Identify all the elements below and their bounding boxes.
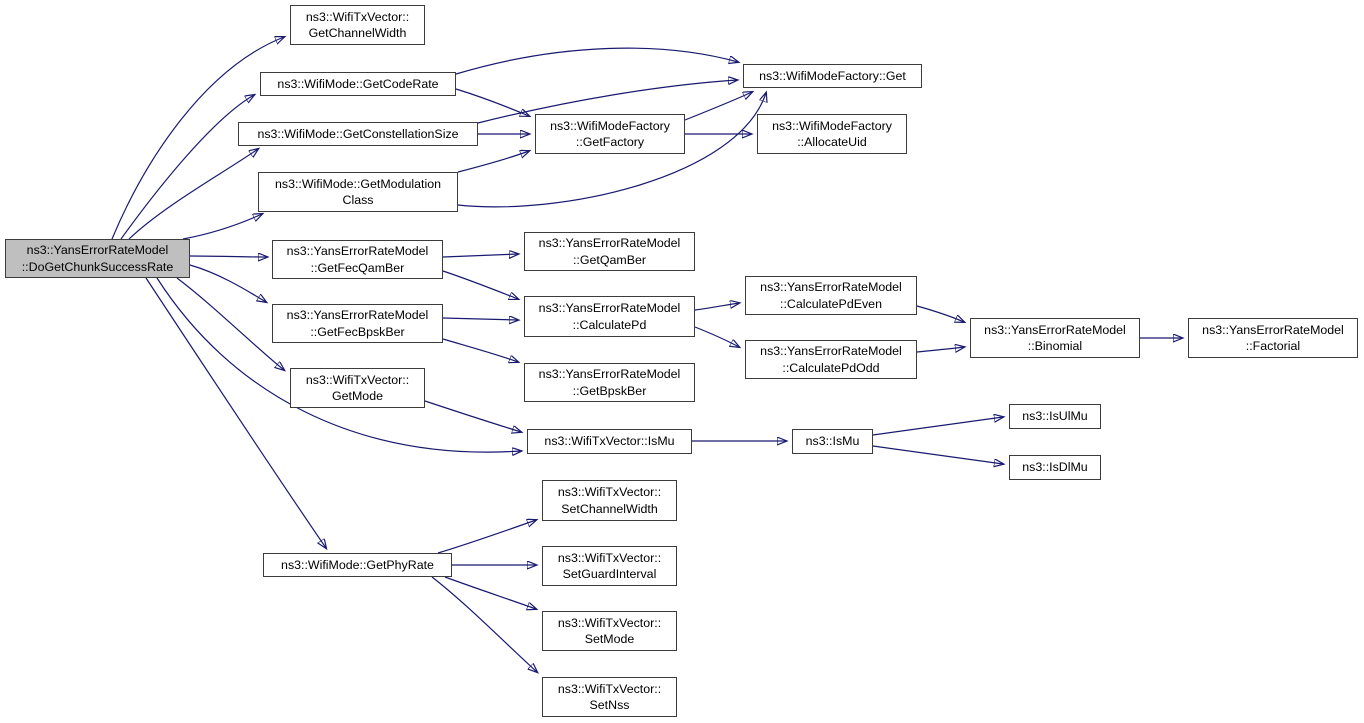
node-get-factory[interactable]: ns3::WifiModeFactory ::GetFactory	[535, 114, 685, 154]
edge-get-modulation-class-to-factory-get	[457, 93, 766, 208]
node-set-channel-width[interactable]: ns3::WifiTxVector:: SetChannelWidth	[542, 480, 677, 521]
edge-get-fec-qam-ber-to-calculate-pd	[442, 270, 518, 299]
node-get-bpsk-ber[interactable]: ns3::YansErrorRateModel ::GetBpskBer	[524, 363, 695, 402]
edge-get-code-rate-to-get-factory	[455, 88, 529, 116]
edge-get-factory-to-factory-get	[684, 92, 752, 121]
edge-get-modulation-class-to-get-factory	[457, 151, 529, 173]
node-get-fec-qam-ber[interactable]: ns3::YansErrorRateModel ::GetFecQamBer	[272, 240, 443, 279]
node-set-guard-interval[interactable]: ns3::WifiTxVector:: SetGuardInterval	[542, 546, 677, 586]
node-binomial[interactable]: ns3::YansErrorRateModel ::Binomial	[970, 318, 1140, 358]
node-set-nss[interactable]: ns3::WifiTxVector:: SetNss	[542, 677, 677, 717]
node-get-fec-bpsk-ber[interactable]: ns3::YansErrorRateModel ::GetFecBpskBer	[272, 304, 443, 343]
node-is-mu[interactable]: ns3::IsMu	[792, 429, 873, 454]
node-allocate-uid[interactable]: ns3::WifiModeFactory ::AllocateUid	[757, 114, 907, 154]
node-calculate-pd-odd[interactable]: ns3::YansErrorRateModel ::CalculatePdOdd	[745, 340, 917, 379]
node-calculate-pd-even[interactable]: ns3::YansErrorRateModel ::CalculatePdEve…	[745, 276, 917, 315]
edge-get-mode-to-txvector-is-mu	[424, 400, 521, 432]
edge-get-constellation-size-to-factory-get	[477, 80, 737, 124]
node-get-qam-ber[interactable]: ns3::YansErrorRateModel ::GetQamBer	[524, 232, 695, 271]
edge-src-to-get-phy-rate	[145, 277, 326, 548]
node-txvector-is-mu[interactable]: ns3::WifiTxVector::IsMu	[527, 429, 692, 454]
edge-src-to-get-modulation-class	[182, 214, 262, 240]
edge-calculate-pd-to-calculate-pd-even	[694, 303, 739, 311]
edge-calculate-pd-odd-to-binomial	[916, 347, 964, 352]
edge-get-phy-rate-to-set-nss	[431, 576, 537, 672]
node-set-mode[interactable]: ns3::WifiTxVector:: SetMode	[542, 611, 677, 651]
node-factorial[interactable]: ns3::YansErrorRateModel ::Factorial	[1188, 318, 1358, 358]
node-is-ul-mu[interactable]: ns3::IsUlMu	[1009, 404, 1101, 429]
edge-src-to-get-constellation-size	[128, 149, 258, 240]
edge-get-fec-bpsk-ber-to-calculate-pd	[442, 318, 518, 320]
node-is-dl-mu[interactable]: ns3::IsDlMu	[1009, 455, 1101, 480]
edge-src-to-get-channel-width	[111, 37, 284, 240]
edge-get-phy-rate-to-set-channel-width	[437, 520, 536, 554]
node-get-code-rate[interactable]: ns3::WifiMode::GetCodeRate	[260, 72, 456, 96]
edge-is-mu-to-is-dl-mu	[872, 445, 1003, 464]
edge-src-to-get-mode	[176, 277, 284, 370]
edge-src-to-get-fec-qam-ber	[189, 256, 267, 257]
node-calculate-pd[interactable]: ns3::YansErrorRateModel ::CalculatePd	[524, 296, 695, 337]
edge-get-code-rate-to-factory-get	[455, 47, 738, 75]
edge-src-to-txvector-is-mu	[156, 277, 521, 452]
edge-calculate-pd-to-calculate-pd-odd	[694, 326, 739, 347]
edge-src-to-get-fec-bpsk-ber	[189, 264, 266, 302]
node-do-get-chunk-success-rate: ns3::YansErrorRateModel ::DoGetChunkSucc…	[5, 239, 190, 278]
edge-src-to-get-code-rate	[120, 95, 254, 240]
node-get-mode[interactable]: ns3::WifiTxVector:: GetMode	[290, 368, 425, 408]
edge-get-phy-rate-to-set-mode	[444, 576, 536, 609]
node-get-channel-width[interactable]: ns3::WifiTxVector:: GetChannelWidth	[290, 5, 425, 45]
edge-get-fec-bpsk-ber-to-get-bpsk-ber	[442, 338, 518, 362]
node-wifi-mode-factory-get[interactable]: ns3::WifiModeFactory::Get	[743, 64, 922, 88]
node-get-modulation-class[interactable]: ns3::WifiMode::GetModulation Class	[258, 172, 458, 212]
edge-is-mu-to-is-ul-mu	[872, 417, 1003, 436]
edge-get-fec-qam-ber-to-get-qam-ber	[442, 254, 518, 257]
edge-calculate-pd-even-to-binomial	[916, 305, 964, 322]
node-get-constellation-size[interactable]: ns3::WifiMode::GetConstellationSize	[238, 122, 478, 146]
node-get-phy-rate[interactable]: ns3::WifiMode::GetPhyRate	[263, 553, 452, 577]
